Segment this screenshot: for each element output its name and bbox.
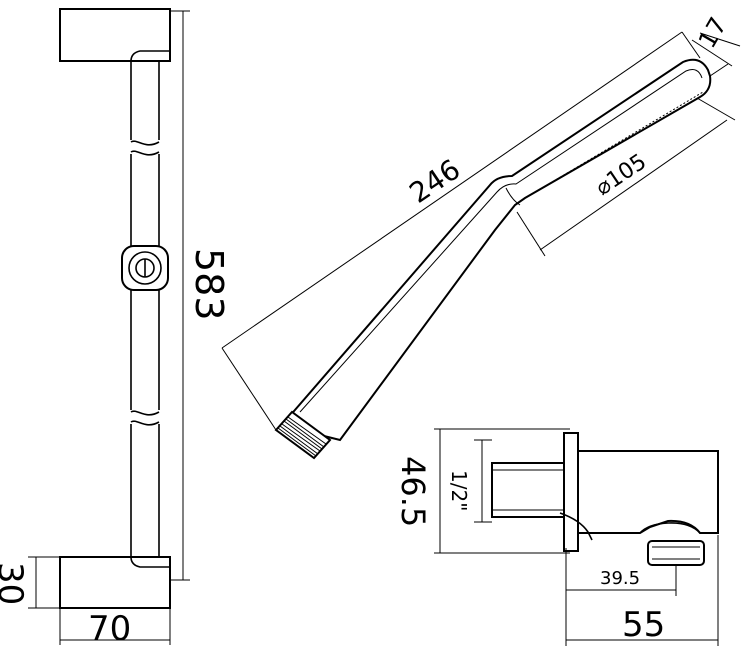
dim-30-label: 30 <box>0 562 30 605</box>
threaded-connector <box>274 410 332 460</box>
hand-shower-body <box>286 58 712 442</box>
outlet-body <box>577 450 719 534</box>
dim-bracket-height: 30 <box>0 556 60 609</box>
dim-1-2-label: 1/2" <box>447 470 471 511</box>
spray-face <box>521 91 704 201</box>
dim-55-label: 55 <box>622 605 665 645</box>
outlet-inlet <box>491 462 565 518</box>
rail-break-top <box>129 140 161 156</box>
rail-tube <box>130 61 160 557</box>
dim-outlet-offset: 39.5 <box>565 548 677 600</box>
slide-rail <box>59 8 171 609</box>
dim-39-5-label: 39.5 <box>600 568 640 589</box>
dim-outlet-depth: 55 <box>565 535 719 646</box>
hand-shower <box>274 58 712 460</box>
outlet-nozzle <box>647 540 705 566</box>
dim-583-label: 583 <box>187 248 231 321</box>
slider-knob <box>121 245 169 291</box>
dim-rail-length: 583 <box>170 10 231 581</box>
top-bracket <box>59 8 171 62</box>
dim-rail-depth: 70 <box>59 608 171 649</box>
dim-thread-size: 1/2" <box>447 439 492 523</box>
bottom-bracket <box>59 556 171 609</box>
dim-outlet-height: 46.5 <box>394 428 570 554</box>
wall-outlet <box>491 432 719 566</box>
rail-top-joint <box>130 50 170 62</box>
dim-17-label: 17 <box>693 13 733 53</box>
rail-bottom-joint <box>130 556 170 568</box>
outlet-wall-plate <box>563 432 579 552</box>
rail-break-bottom <box>129 410 161 426</box>
dim-70-label: 70 <box>88 609 131 649</box>
dim-46-5-label: 46.5 <box>394 456 432 527</box>
